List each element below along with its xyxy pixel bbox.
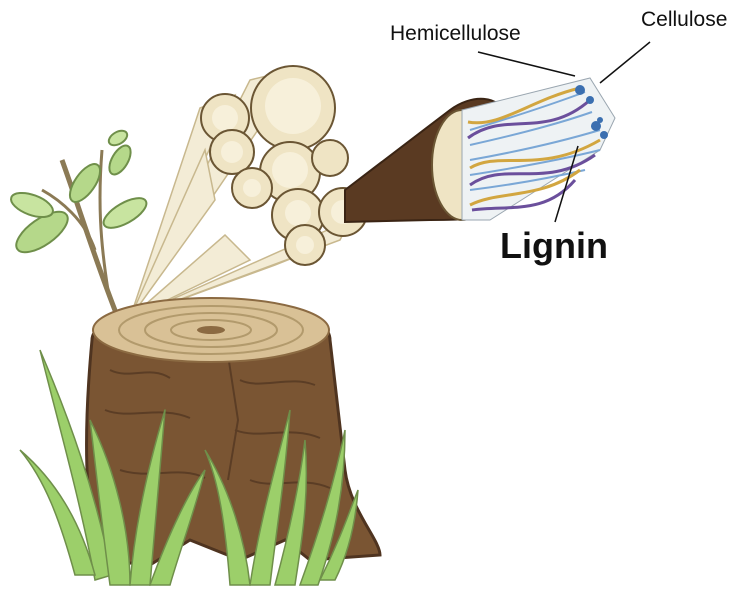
cellulose-label: Cellulose	[641, 8, 727, 31]
cellulose-leader	[600, 42, 650, 83]
fibril-cross-section	[432, 78, 615, 220]
plant-sprig	[8, 128, 151, 318]
lignin-label: Lignin	[500, 225, 608, 266]
hemicellulose-label: Hemicellulose	[390, 22, 521, 45]
hemicellulose-leader	[478, 52, 575, 76]
